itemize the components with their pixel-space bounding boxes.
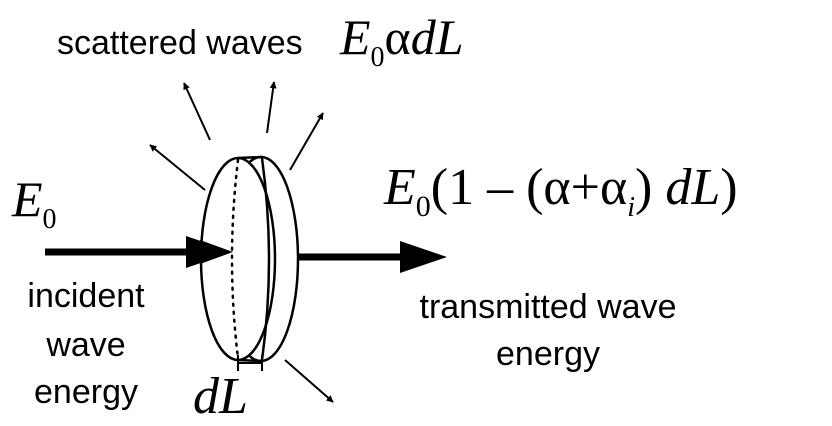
incident-formula: E0 (11, 171, 57, 235)
incident-label-line3: energy (34, 373, 138, 411)
transmitted-formula: E0(1 – (α+αi) dL) (383, 159, 738, 223)
scattered-formula-sub0: 0 (371, 42, 385, 73)
incident-label-line1: incident (27, 277, 145, 315)
thickness-label: dL (193, 368, 248, 425)
transmitted-formula-space (652, 159, 665, 216)
transmitted-formula-close: ) (635, 159, 652, 216)
scatter-arrow-3 (289, 112, 324, 171)
scatter-arrow-5 (284, 359, 334, 403)
transmitted-arrowhead (400, 241, 447, 273)
incident-label-line2: wave (45, 326, 125, 364)
scatter-arrow-4 (149, 144, 206, 191)
transmitted-formula-E: E (383, 159, 416, 216)
slab-inner-curve (260, 157, 271, 361)
scattered-formula-alpha: α (385, 9, 411, 65)
scatter-arrow-1 (183, 82, 211, 141)
transmitted-formula-sub0: 0 (416, 190, 431, 223)
transmitted-label-line1: transmitted wave (420, 288, 677, 326)
thickness-bracket (237, 355, 263, 371)
scatter-arrow-2 (266, 81, 277, 134)
slab-hidden-edge (230, 158, 240, 360)
incident-arrowhead-tip (200, 240, 233, 264)
scattered-waves-label: scattered waves (57, 24, 303, 62)
transmitted-formula-end: ) (720, 159, 737, 216)
transmitted-formula-sub-i: i (627, 192, 635, 223)
incident-formula-sub0: 0 (43, 204, 57, 235)
incident-formula-E: E (11, 171, 43, 227)
scattered-formula-dL: dL (411, 9, 464, 65)
transmitted-label-line2: energy (496, 335, 600, 373)
scattered-formula-E: E (339, 9, 371, 65)
transmitted-formula-open: (1 – (α+α (431, 159, 627, 216)
absorbing-slab (199, 155, 300, 363)
scattered-formula: E0αdL (339, 9, 464, 73)
transmitted-formula-dL: dL (665, 159, 720, 216)
